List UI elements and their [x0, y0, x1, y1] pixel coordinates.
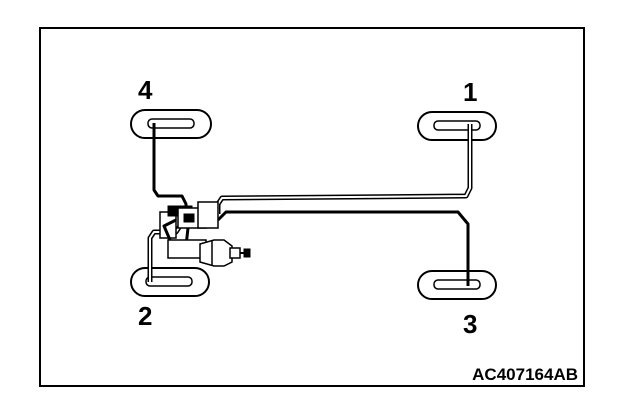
brake-line-rear-right — [216, 210, 470, 286]
brake-booster — [199, 239, 251, 267]
wheel-front-left — [130, 109, 212, 139]
wheel-front-right — [417, 111, 497, 141]
wheel-label-front-left: 4 — [138, 75, 153, 105]
wheel-rear-left — [130, 267, 210, 297]
hydraulic-unit — [159, 201, 219, 259]
brake-line-rear-left — [147, 224, 183, 282]
wheel-label-rear-left: 2 — [138, 301, 152, 331]
wheel-rear-right — [417, 270, 497, 300]
wheel-label-rear-right: 3 — [463, 309, 477, 339]
wheel-label-front-right: 1 — [463, 77, 477, 107]
diagram-frame — [39, 27, 585, 387]
figure-code: AC407164AB — [472, 365, 578, 384]
brake-line-front-left — [152, 123, 188, 212]
